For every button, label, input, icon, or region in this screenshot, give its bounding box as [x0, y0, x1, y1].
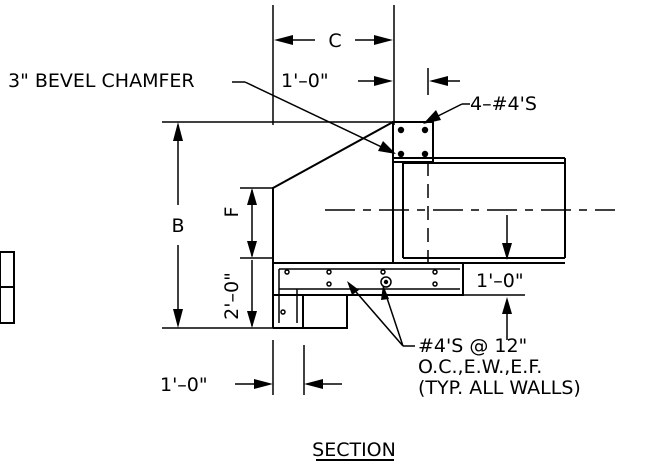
dim-c-arrow-right	[374, 35, 393, 45]
wall-chamfer-edge	[272, 121, 394, 328]
dim-f-label: F	[221, 207, 243, 218]
corner-bar-tr	[421, 126, 429, 134]
dim-right-1ft-label: 1'–0"	[476, 270, 524, 292]
bar-dot-2	[326, 269, 332, 275]
dim-top-1ft-arrow	[374, 76, 393, 86]
chamfer-note: 3" BEVEL CHAMFER	[8, 70, 195, 92]
rebar-leader-2-arrow	[381, 285, 389, 300]
section-title: SECTION	[312, 439, 396, 461]
rebar-note-line3: (TYP. ALL WALLS)	[418, 377, 581, 399]
corner-bar-tl	[397, 126, 405, 134]
dim-b-label: B	[171, 215, 184, 237]
chamfer-leader	[244, 81, 389, 151]
dim-bottom-1ft-label: 1'–0"	[160, 374, 208, 396]
dim-b-arrow-top	[173, 122, 183, 141]
rebar-note-line2: O.C.,E.W.,E.F.	[418, 356, 542, 378]
dim-top-1ft-label: 1'–0"	[281, 70, 329, 92]
dim-bottom-arrow-left	[254, 379, 273, 389]
dim-f-arrow-top	[247, 188, 257, 205]
bars-dim-arrow	[429, 76, 448, 86]
dim-b-arrow-bottom	[173, 309, 183, 328]
bar-marker-outer	[380, 276, 392, 288]
adjacent-detail-box-bottom	[0, 286, 15, 324]
bar-marker-inner	[383, 279, 389, 285]
dim-right-arrow-bottom	[502, 297, 512, 314]
dim-right-arrow-top	[502, 243, 512, 260]
adjacent-detail-box-top	[0, 251, 15, 288]
bar-dot-3	[380, 269, 386, 275]
bars-leader-arrow	[423, 110, 441, 124]
bar-dot-5	[326, 281, 332, 287]
bar-dot-1	[284, 269, 290, 275]
rebar-note-line1: #4'S @ 12"	[418, 335, 527, 357]
dim-c-arrow-left	[274, 35, 293, 45]
bar-dot-7	[280, 309, 286, 315]
base-slab	[272, 262, 464, 296]
corner-bar-br	[421, 150, 429, 158]
rebar-leader-1-arrow	[347, 281, 359, 295]
chamfer-leader-arrow	[378, 141, 396, 154]
rebar-leader-1	[349, 284, 404, 347]
dim-c-label: C	[328, 30, 341, 52]
bar-dot-4	[432, 269, 438, 275]
bars-4-4s-label: 4–#4'S	[470, 93, 537, 115]
dim-2ft-label: 2'–0"	[221, 272, 243, 320]
bar-dot-6	[432, 281, 438, 287]
footing-key	[302, 294, 348, 329]
corner-bar-bl	[397, 150, 405, 158]
dim-f-arrow-bottom	[247, 241, 257, 258]
dim-2ft-arrow-bottom	[247, 311, 257, 328]
dim-bottom-arrow-right	[304, 379, 323, 389]
